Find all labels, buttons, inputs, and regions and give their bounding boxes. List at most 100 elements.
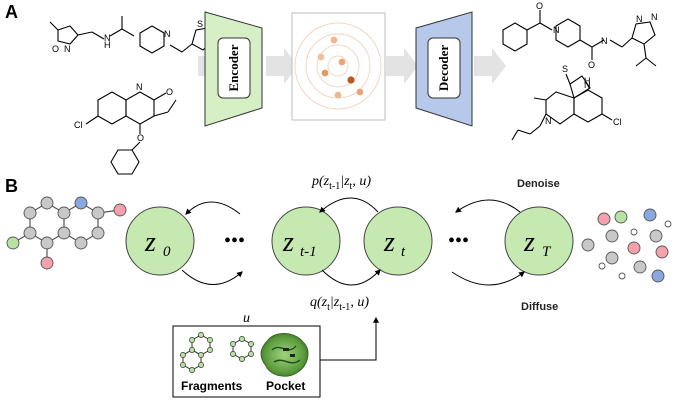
latent-point [356, 88, 364, 96]
fragment-atom [239, 356, 245, 362]
decoder-block: Decoder [415, 11, 473, 127]
pocket-label: Pocket [266, 379, 305, 393]
atom-label: N [553, 25, 560, 35]
noise-node [627, 241, 641, 255]
condition-variable: u [243, 311, 250, 326]
fragment-atom [180, 362, 186, 368]
fragment-atom [248, 351, 254, 357]
atom-label: N [636, 14, 643, 24]
atom-label: Cl [74, 120, 83, 130]
atom-label: O [536, 1, 543, 11]
atom-label: S [197, 19, 203, 29]
atom-label: O [52, 44, 59, 54]
fragment-atom [198, 332, 204, 338]
svg-text:q(zt|zt-1, u): q(zt|zt-1, u) [310, 295, 369, 313]
graph-node [91, 226, 105, 240]
fragment-atom [180, 352, 186, 358]
latent-point [334, 91, 342, 99]
fragment-atom [230, 341, 236, 347]
fragment-atom [207, 347, 213, 353]
state-z0: z 0 [125, 206, 195, 276]
pocket-protein [260, 333, 309, 377]
fragment-atom [239, 336, 245, 342]
state-zt-1-symbol: z [282, 227, 294, 258]
input-molecule-2: Cl O N O [74, 82, 177, 175]
state-zt-sub: t [401, 244, 406, 260]
latent-point [330, 36, 338, 44]
noise-node [618, 272, 626, 280]
fragment-atoms [230, 336, 254, 362]
latent-point [338, 58, 346, 66]
noise-points [581, 208, 672, 283]
diffuse-label: Diffuse [521, 301, 558, 313]
reverse-arrows [185, 197, 521, 215]
noise-node [598, 262, 606, 270]
atom-label: N [64, 44, 71, 54]
atom-label: N [104, 33, 111, 43]
fragment-atom [207, 337, 213, 343]
forward-arrows [181, 269, 525, 286]
encoder-block: Encoder [204, 11, 263, 127]
graph-node [40, 236, 54, 250]
fragment-atom [189, 367, 195, 373]
atom-label: S [562, 64, 568, 74]
graph-node [57, 206, 71, 220]
noise-node [643, 208, 657, 222]
fragment-atom [189, 347, 195, 353]
fragment-atom [198, 362, 204, 368]
input-molecule-1: N O H N N S N [49, 16, 218, 54]
noise-node [605, 251, 619, 265]
noise-node [655, 245, 669, 259]
state-zt-symbol: z [383, 227, 395, 258]
latent-point [321, 69, 329, 77]
ellipsis-right: ••• [448, 230, 469, 252]
reverse-equation: p(zt-1|zt, u) [311, 174, 371, 192]
fragment-atoms [180, 332, 213, 373]
graph-node [91, 206, 105, 220]
atom-label: N [164, 29, 171, 39]
atom-label: N [651, 12, 658, 22]
graph-node [40, 196, 54, 210]
forward-equation: q(zt|zt-1, u) [310, 295, 369, 313]
graph-node [74, 236, 88, 250]
latent-space-box [291, 12, 386, 121]
state-zT-sub: T [542, 244, 552, 260]
latent-point [347, 76, 355, 84]
denoise-label: Denoise [517, 178, 560, 190]
noise-node [649, 229, 663, 243]
noise-node [614, 210, 628, 224]
noise-node [664, 220, 672, 228]
fragments-label: Fragments [181, 379, 243, 393]
ellipsis-left: ••• [224, 230, 245, 252]
fragment-atom [248, 341, 254, 347]
fragment-atom [189, 337, 195, 343]
latent-point [317, 53, 325, 61]
atom-label: N [601, 36, 608, 46]
panel-label-a: A [5, 2, 18, 22]
graph-node [113, 203, 127, 217]
diffusion-states: z 0 z t-1 z t z T [125, 206, 574, 276]
noise-node [633, 260, 647, 274]
graph-node [23, 226, 37, 240]
state-zt-1-sub: t-1 [300, 244, 317, 260]
decoder-label: Decoder [436, 45, 451, 91]
graph-node [6, 236, 20, 250]
noise-node [597, 212, 611, 226]
panel-label-b: B [5, 176, 18, 196]
state-z0-sub: 0 [163, 244, 171, 260]
atom-label: N [545, 116, 552, 126]
output-molecule-1: O O N N N N [502, 1, 658, 70]
noise-node [630, 228, 638, 236]
graph-node [74, 196, 88, 210]
state-zT: z T [504, 206, 574, 276]
graph-node [40, 256, 54, 270]
graph-node [57, 226, 71, 240]
fragment-atom [198, 352, 204, 358]
state-zt-1: z t-1 [271, 206, 341, 276]
atom-label: N [584, 80, 591, 90]
molecular-graph [6, 196, 127, 270]
atom-label: H [584, 76, 591, 86]
atom-label: O [137, 133, 144, 143]
